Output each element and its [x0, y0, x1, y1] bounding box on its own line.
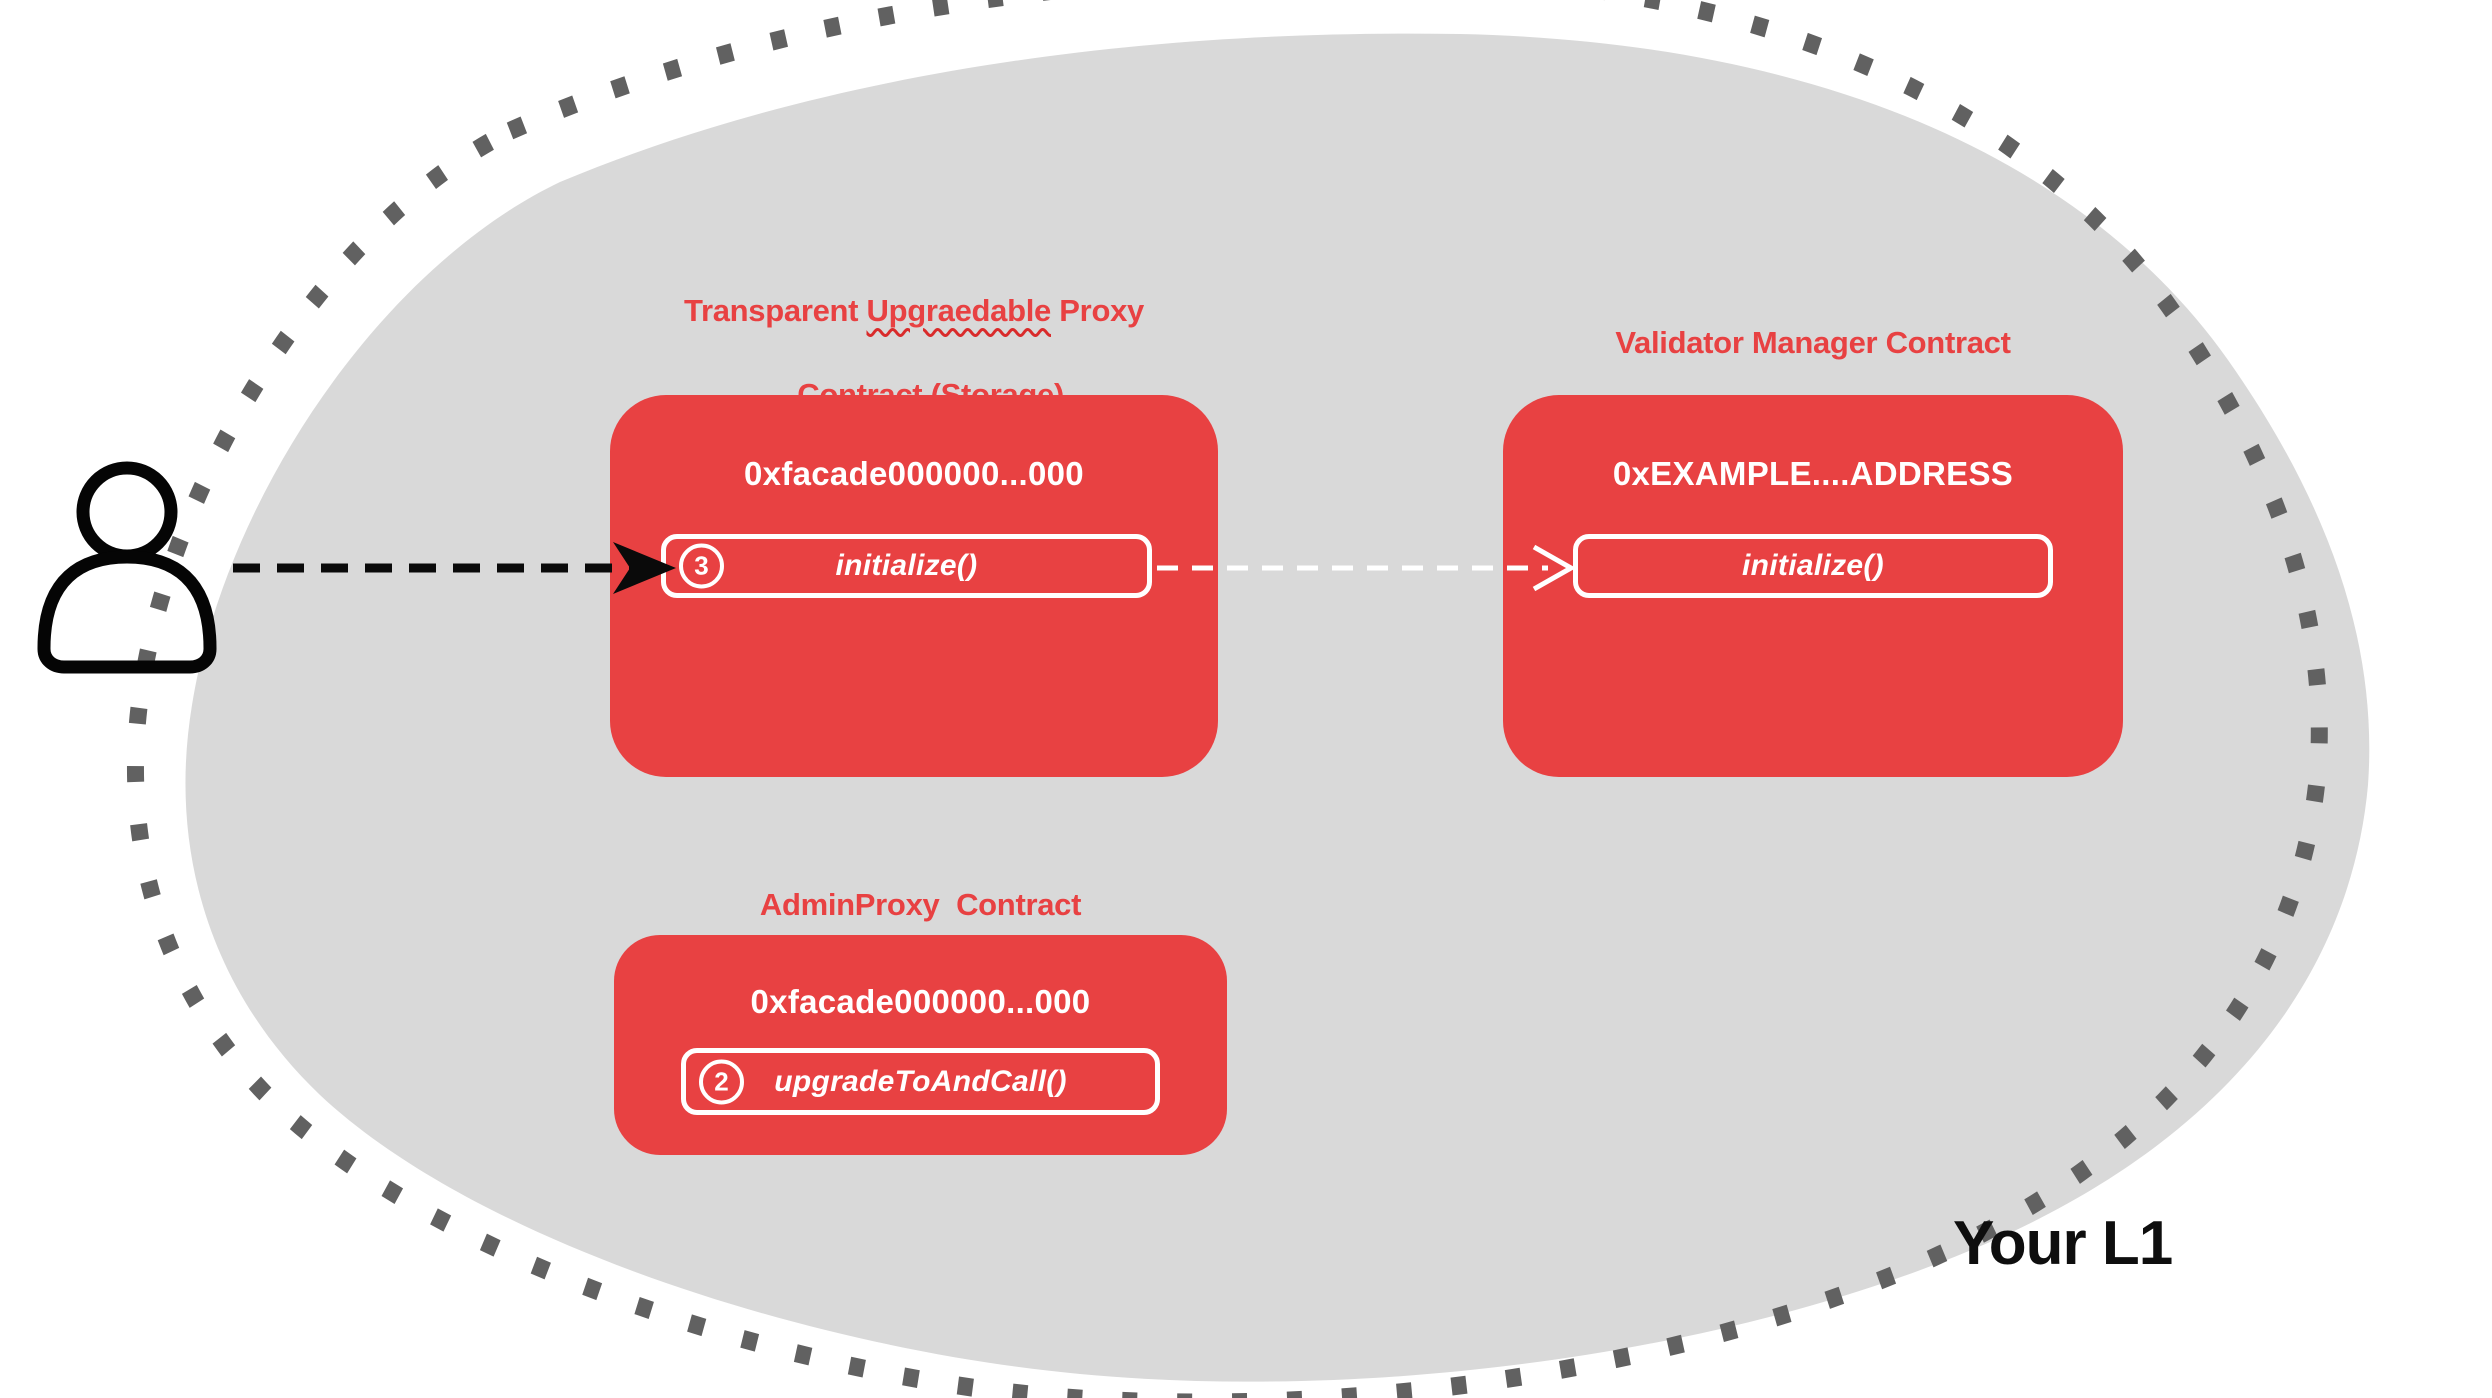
- transparent-proxy-contract-box: 0xfacade000000...000 3 initialize(): [610, 395, 1218, 777]
- method-label: initialize(): [835, 549, 978, 582]
- validator-manager-title: Validator Manager Contract: [1615, 325, 2011, 360]
- initialize-button: 3 initialize(): [661, 534, 1152, 598]
- admin-proxy-title: AdminProxy Contract: [759, 887, 1082, 922]
- title-segment: Transparent: [684, 293, 867, 328]
- contract-address: 0xfacade000000...000: [750, 983, 1091, 1020]
- method-label: initialize(): [1742, 549, 1884, 582]
- step-3-badge: 3: [679, 543, 724, 589]
- step-2-badge: 2: [699, 1059, 744, 1104]
- region-label: Your L1: [1953, 1209, 2173, 1278]
- l1-boundary-dashed-border: [126, 0, 2328, 1398]
- transparent-proxy-title: Transparent Upgraedable Proxy Contract (…: [610, 290, 1218, 458]
- contract-address: 0xfacade000000...000: [744, 455, 1084, 492]
- misspelled-word: Upgraedable: [866, 293, 1052, 328]
- user-icon: [37, 461, 217, 674]
- title-segment: Proxy: [1050, 293, 1144, 328]
- admin-proxy-contract-box: 0xfacade000000...000 2 upgradeToAndCall(…: [614, 935, 1227, 1155]
- validator-manager-contract-box: 0xEXAMPLE....ADDRESS initialize(): [1503, 395, 2123, 777]
- method-label: upgradeToAndCall(): [774, 1064, 1067, 1098]
- upgrade-to-and-call-button: 2 upgradeToAndCall(): [681, 1048, 1160, 1115]
- contract-address: 0xEXAMPLE....ADDRESS: [1612, 455, 2014, 492]
- initialize-button: initialize(): [1573, 534, 2053, 598]
